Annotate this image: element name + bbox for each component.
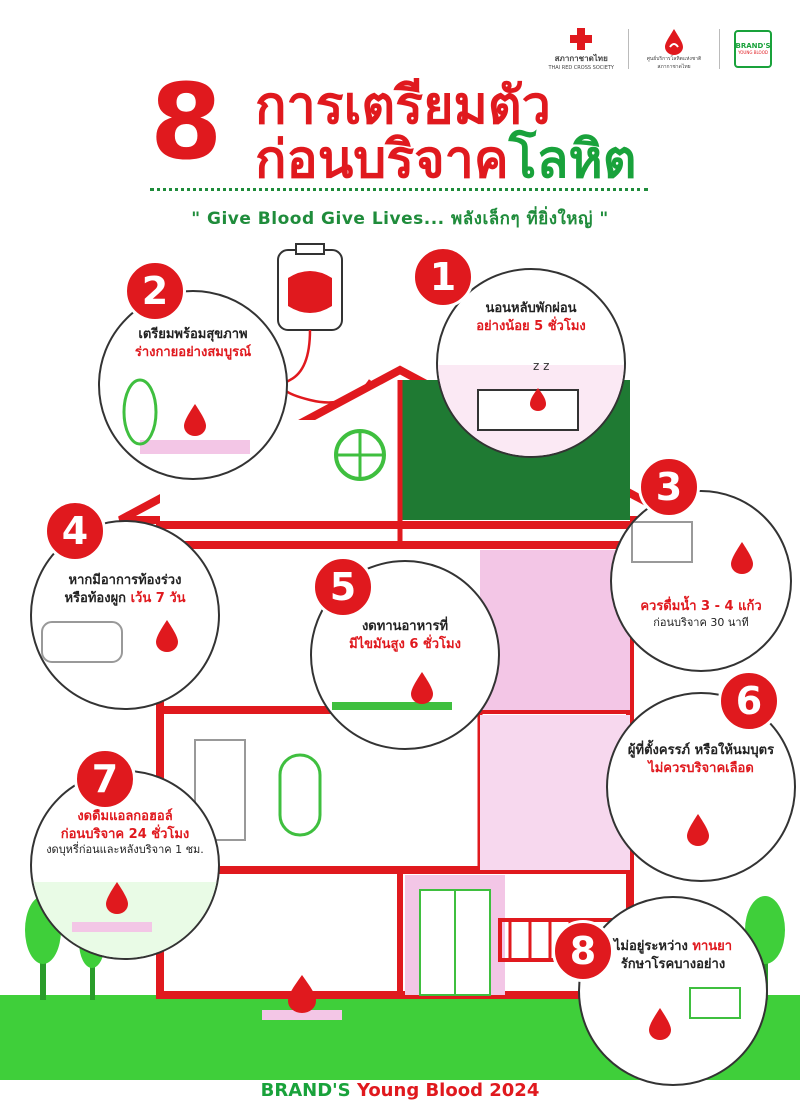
dining-scene <box>332 672 452 710</box>
footer: BRAND'S Young Blood 2024 <box>0 1080 800 1101</box>
tip-4-line-2: หรือท้องผูก เว้น 7 วัน <box>32 590 218 608</box>
tip-7-line-2: ก่อนบริจาค 24 ชั่วโมง <box>60 826 190 842</box>
title-line-2-highlight: โลหิต <box>508 130 637 190</box>
tip-7-line-1: งดดื่มแอลกอฮอล์ <box>77 809 173 824</box>
tip-1-text: นอนหลับพักผ่อน อย่างน้อย 5 ชั่วโมง <box>438 300 624 335</box>
medication-scene <box>649 987 741 1040</box>
blood-drop-icon <box>665 28 683 55</box>
tip-8-line-2: รักษาโรคบางอย่าง <box>620 956 726 972</box>
tip-3-line-2: ก่อนบริจาค 30 นาที <box>653 615 749 629</box>
tip-6-line-2: ไม่ควรบริจาคเลือด <box>648 760 754 776</box>
no-alcohol-scene <box>32 882 218 958</box>
blood-center-name: ศูนย์บริการโลหิตแห่งชาติ สภากาชาดไทย <box>646 55 702 70</box>
brands-logo: BRAND'S YOUNG BLOOD <box>734 29 772 68</box>
tip-8-number: 8 <box>552 920 614 982</box>
blood-bag <box>277 243 372 404</box>
tip-1-number: 1 <box>412 246 474 308</box>
tip-2-circle: เตรียมพร้อมสุขภาพ ร่างกายอย่างสมบูรณ์ <box>98 290 288 480</box>
drinking-water-scene <box>631 521 753 574</box>
red-cross-sub: THAI RED CROSS SOCIETY <box>548 65 614 71</box>
tagline: " Give Blood Give Lives... พลังเล็กๆ ที่… <box>191 209 609 229</box>
tip-8-circle: ไม่อยู่ระหว่าง ทานยา รักษาโรคบางอย่าง <box>578 896 768 1086</box>
tip-4-text: หากมีอาการท้องร่วง หรือท้องผูก เว้น 7 วั… <box>32 572 218 607</box>
tip-8-line-1: ไม่อยู่ระหว่าง ทานยา <box>580 938 766 956</box>
tip-3-line-1: ควรดื่มน้ำ 3 - 4 แก้ว <box>640 599 762 614</box>
tip-3-text: ควรดื่มน้ำ 3 - 4 แก้ว ก่อนบริจาค 30 นาที <box>612 598 790 630</box>
tip-2-text: เตรียมพร้อมสุขภาพ ร่างกายอย่างสมบูรณ์ <box>100 326 286 361</box>
svg-text:z z: z z <box>533 359 549 373</box>
logo-bar: สภากาชาดไทย THAI RED CROSS SOCIETY ศูนย์… <box>548 26 772 71</box>
tip-2-line-2: ร่างกายอย่างสมบูรณ์ <box>134 344 252 360</box>
tip-5-number: 5 <box>312 556 374 618</box>
logo-divider <box>719 28 720 69</box>
pregnancy-scene <box>687 814 709 846</box>
tip-1-line-1: นอนหลับพักผ่อน <box>485 301 577 316</box>
tip-8-line-1-a: ไม่อยู่ระหว่าง <box>613 939 693 954</box>
tip-4-number: 4 <box>44 500 106 562</box>
tip-2-line-1: เตรียมพร้อมสุขภาพ <box>138 327 248 342</box>
red-cross-icon <box>570 28 593 50</box>
tip-7-circle: งดดื่มแอลกอฮอล์ ก่อนบริจาค 24 ชั่วโมง งด… <box>30 770 220 960</box>
tip-8-line-1-b: ทานยา <box>692 939 733 954</box>
bedroom-scene: z z <box>438 359 624 456</box>
red-cross-logo: สภากาชาดไทย THAI RED CROSS SOCIETY <box>548 26 614 71</box>
brands-logo-text: BRAND'S <box>735 42 771 50</box>
fitness-scene <box>122 378 250 454</box>
brands-logo-sub: YOUNG BLOOD <box>738 50 768 55</box>
tip-3-circle: ควรดื่มน้ำ 3 - 4 แก้ว ก่อนบริจาค 30 นาที <box>610 490 792 672</box>
blood-center-logo: ศูนย์บริการโลหิตแห่งชาติ สภากาชาดไทย <box>643 27 705 71</box>
tip-8-text: ไม่อยู่ระหว่าง ทานยา รักษาโรคบางอย่าง <box>580 938 766 973</box>
footer-event: Young Blood 2024 <box>356 1080 540 1101</box>
tip-7-number: 7 <box>74 748 136 810</box>
tip-4-line-2-b: เว้น 7 วัน <box>130 590 186 606</box>
bathroom-scene <box>41 620 178 663</box>
tip-5-line-1: งดทานอาหารที่ <box>361 619 449 634</box>
tip-7-text: งดดื่มแอลกอฮอล์ ก่อนบริจาค 24 ชั่วโมง งด… <box>32 808 218 858</box>
tip-5-text: งดทานอาหารที่ มีไขมันสูง 6 ชั่วโมง <box>312 618 498 653</box>
tip-1-line-2: อย่างน้อย 5 ชั่วโมง <box>476 318 586 334</box>
tip-3-number: 3 <box>638 456 700 518</box>
tip-6-line-1: ผู้ที่ตั้งครรภ์ หรือให้นมบุตร <box>627 743 775 758</box>
title-divider <box>150 188 648 191</box>
tip-6-text: ผู้ที่ตั้งครรภ์ หรือให้นมบุตร ไม่ควรบริจ… <box>608 742 794 777</box>
tip-4-line-2-a: หรือท้องผูก <box>64 590 131 606</box>
tip-7-line-3: งดบุหรี่ก่อนและหลังบริจาค 1 ชม. <box>46 843 204 857</box>
logo-divider <box>628 28 629 69</box>
title-line-1: การเตรียมตัว <box>255 76 551 136</box>
title-number: 8 <box>150 61 223 183</box>
tip-2-number: 2 <box>124 260 186 322</box>
ground-character <box>262 975 342 1020</box>
tip-6-number: 6 <box>718 670 780 732</box>
title-line-2-prefix: ก่อนบริจาค <box>255 130 509 190</box>
footer-brand: BRAND'S <box>260 1080 351 1101</box>
red-cross-name: สภากาชาดไทย <box>554 54 608 63</box>
tip-1-circle: z z นอนหลับพักผ่อน อย่างน้อย 5 ชั่วโมง <box>436 268 626 458</box>
tip-4-line-1: หากมีอาการท้องร่วง <box>68 573 182 588</box>
tip-5-line-2: มีไขมันสูง 6 ชั่วโมง <box>349 636 461 652</box>
title-line-2: ก่อนบริจาคโลหิต <box>255 130 637 190</box>
